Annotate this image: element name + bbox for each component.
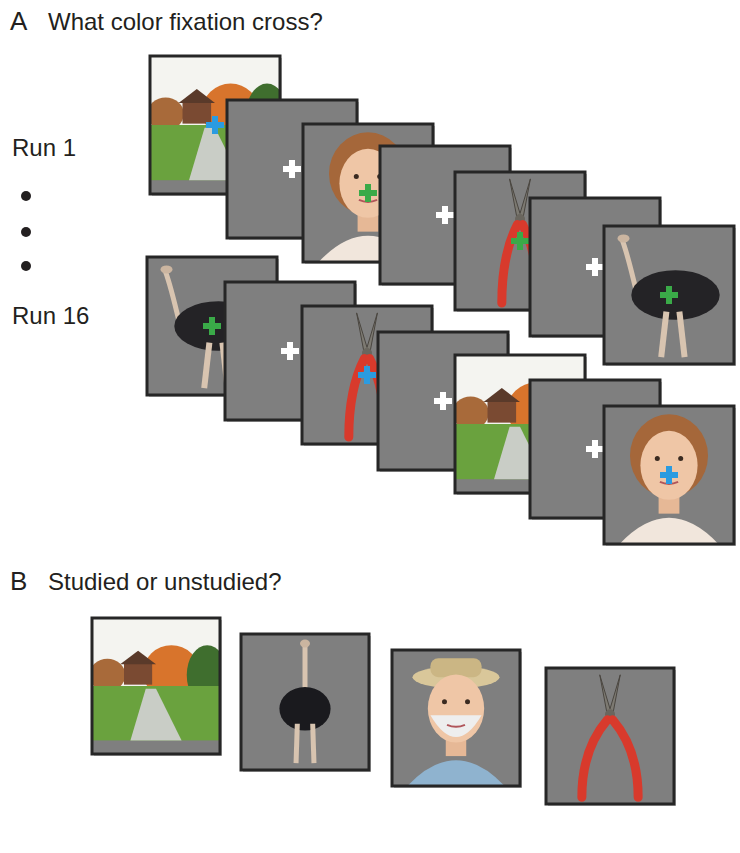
fixation-cross	[660, 286, 678, 304]
leg	[204, 343, 209, 389]
frame-border	[604, 226, 734, 364]
panel-letter: B	[10, 566, 27, 597]
beard	[430, 715, 481, 737]
path	[130, 689, 181, 741]
leg	[661, 312, 666, 358]
eye	[678, 456, 683, 461]
pliers-handle	[582, 720, 608, 798]
eye	[465, 699, 470, 704]
fixation-cross	[206, 116, 224, 134]
shirt	[407, 760, 504, 786]
fixation-cross	[436, 206, 454, 224]
body	[631, 270, 719, 320]
skin	[428, 674, 484, 742]
stimulus-frame	[392, 650, 522, 788]
pliers-handle	[502, 224, 518, 303]
leg	[679, 312, 684, 358]
fixation-cross	[660, 466, 678, 484]
stimulus-frame	[604, 406, 736, 546]
frame-ground	[92, 618, 220, 754]
neck	[165, 271, 179, 323]
head	[161, 265, 173, 273]
house	[124, 663, 152, 685]
roof	[484, 388, 520, 402]
neck	[622, 240, 636, 292]
head	[300, 640, 310, 648]
stimulus-frame	[241, 634, 371, 772]
frame-border	[546, 668, 674, 804]
skin	[640, 431, 697, 500]
frame-ground	[392, 650, 520, 786]
stimulus-frame	[89, 618, 227, 756]
frame-ground	[241, 634, 369, 770]
ellipsis-dot	[21, 191, 31, 201]
pliers-handle	[613, 720, 639, 798]
fixation-cross	[511, 232, 529, 250]
house	[183, 102, 212, 124]
fixation-cross	[281, 342, 299, 360]
fixation-cross	[586, 258, 604, 276]
shirt	[620, 518, 719, 544]
frame-ground	[604, 406, 734, 544]
frame-content	[546, 668, 674, 804]
frame-content	[604, 226, 734, 364]
pliers-handle	[349, 358, 365, 437]
fixation-cross	[359, 184, 377, 202]
panel-question: Studied or unstudied?	[48, 568, 282, 597]
stimulus-frame	[604, 226, 736, 366]
fixation-cross	[586, 440, 604, 458]
frame-ground	[546, 668, 674, 804]
fixation-cross	[283, 160, 301, 178]
frame-content	[92, 618, 220, 754]
frame-content	[604, 406, 734, 544]
head	[618, 234, 630, 242]
leg	[313, 724, 314, 763]
panel-letter: A	[10, 6, 27, 37]
body	[279, 687, 330, 731]
frame-border	[241, 634, 369, 770]
frame-ground	[604, 226, 734, 364]
stimulus-frame	[546, 668, 676, 806]
frame-border	[92, 618, 220, 754]
frame-border	[604, 406, 734, 544]
ellipsis-dot	[21, 261, 31, 271]
frame-border	[392, 650, 520, 786]
eye	[354, 174, 359, 179]
eye	[655, 456, 660, 461]
frame-content	[392, 650, 520, 786]
mouth	[447, 725, 465, 727]
fixation-cross	[434, 392, 452, 410]
run-label: Run 16	[12, 302, 89, 331]
frame-content	[241, 634, 369, 770]
hat	[430, 658, 481, 677]
grass	[92, 686, 220, 740]
fixation-cross	[203, 317, 221, 335]
roof	[120, 651, 156, 665]
fixation-cross	[358, 366, 376, 384]
roof	[179, 89, 215, 103]
panel-question: What color fixation cross?	[48, 8, 323, 37]
ellipsis-dot	[21, 227, 31, 237]
house	[488, 401, 517, 423]
leg	[296, 724, 297, 763]
run-label: Run 1	[12, 134, 76, 163]
eye	[442, 699, 447, 704]
